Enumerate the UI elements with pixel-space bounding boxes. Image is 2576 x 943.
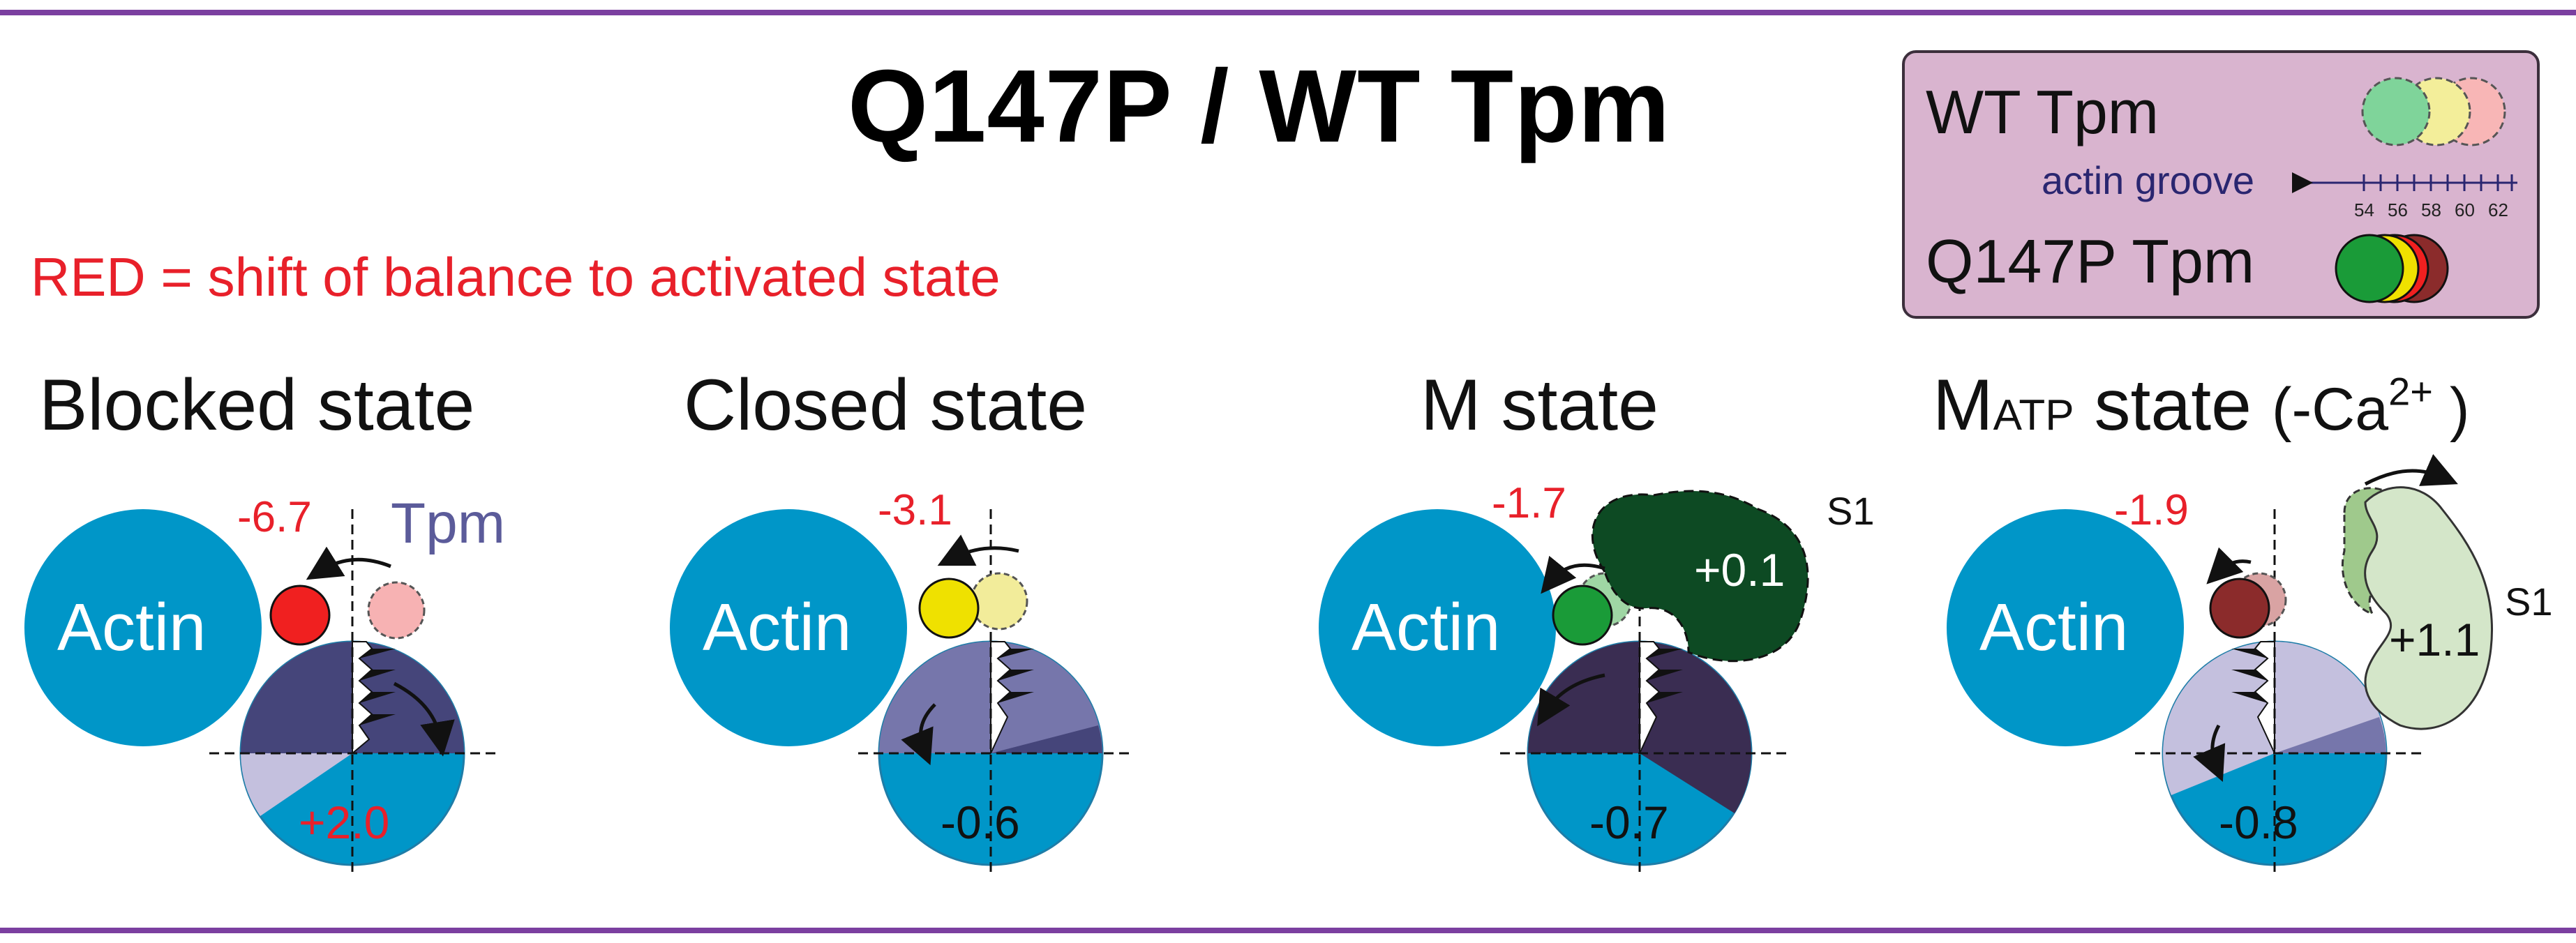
state-label-matp-main: M <box>1933 365 1993 446</box>
page-title: Q147P / WT Tpm <box>848 49 1671 164</box>
s1-value: +1.1 <box>2389 614 2480 665</box>
tpm-shift-value: -1.7 <box>1492 479 1566 527</box>
tpm-shift-value: -1.9 <box>2114 486 2189 534</box>
actin-circle <box>1319 509 1556 746</box>
legend-q147p-label: Q147P Tpm <box>1926 227 2255 296</box>
legend-groove-label: actin groove <box>2042 158 2255 202</box>
tpm-position <box>1552 584 1613 646</box>
state-label-closed: Closed state <box>684 365 1088 446</box>
legend-tick-58: 58 <box>2421 199 2441 220</box>
state-label-matp-paren: (-Ca <box>2271 376 2389 443</box>
legend-tick-62: 62 <box>2488 199 2508 220</box>
s1-label: S1 <box>2505 580 2553 624</box>
pie-value: -0.7 <box>1589 797 1669 848</box>
state-label-matp-sup: 2+ <box>2388 369 2433 414</box>
panel-blocked: Actin -6.7 Tpm +2.0 <box>24 492 505 872</box>
tpm-ghost <box>367 581 426 640</box>
pie-value: +2.0 <box>299 797 389 848</box>
tpm-position <box>269 584 331 646</box>
s1-head <box>2364 486 2494 730</box>
legend-tick-56: 56 <box>2388 199 2408 220</box>
actin-circle <box>670 509 907 746</box>
actin-label: Actin <box>703 590 851 665</box>
s1-head <box>1592 490 1809 663</box>
legend-wt-label: WT Tpm <box>1926 77 2159 146</box>
state-label-m: M state <box>1421 365 1658 446</box>
actin-circle <box>1947 509 2184 746</box>
state-label-matp-close: ) <box>2432 376 2470 443</box>
pie-value: -0.8 <box>2219 797 2298 848</box>
legend-wt-circles <box>2361 77 2506 146</box>
actin-circle <box>24 509 262 746</box>
state-label-matp-rest: state <box>2074 365 2272 446</box>
actin-label: Actin <box>57 590 206 665</box>
tpm-ghost <box>970 572 1028 631</box>
legend-note: RED = shift of balance to activated stat… <box>31 246 1001 308</box>
actin-label: Actin <box>1351 590 1500 665</box>
state-label-matp-sub: ATP <box>1993 391 2074 439</box>
state-label-matp: MATP state (-Ca2+ ) <box>1933 364 2470 447</box>
actin-label: Actin <box>1979 590 2128 665</box>
panel-matp: Actin -1.9 S1 +1.1 -0.8 <box>1947 454 2553 872</box>
tpm-position <box>2209 578 2270 639</box>
state-label-blocked: Blocked state <box>39 365 475 446</box>
legend-q147p-circles <box>2335 234 2449 303</box>
panel-m: Actin -1.7 S1 +0.1 -0.7 <box>1319 479 1875 872</box>
tpm-label: Tpm <box>391 492 505 555</box>
s1-value: +0.1 <box>1694 544 1785 596</box>
panel-closed: Actin -3.1 -0.6 <box>670 486 1130 872</box>
myosin-pie <box>239 640 465 866</box>
legend-tick-60: 60 <box>2455 199 2475 220</box>
tpm-position <box>918 578 980 639</box>
tpm-shift-value: -6.7 <box>237 493 312 541</box>
legend-tick-54: 54 <box>2354 199 2374 220</box>
top-rule <box>0 10 2576 15</box>
tpm-shift-value: -3.1 <box>878 486 952 534</box>
pie-value: -0.6 <box>941 797 1020 848</box>
legend-axis: 54 56 58 60 62 <box>2292 172 2517 220</box>
bottom-rule <box>0 928 2576 933</box>
s1-label: S1 <box>1827 489 1875 533</box>
